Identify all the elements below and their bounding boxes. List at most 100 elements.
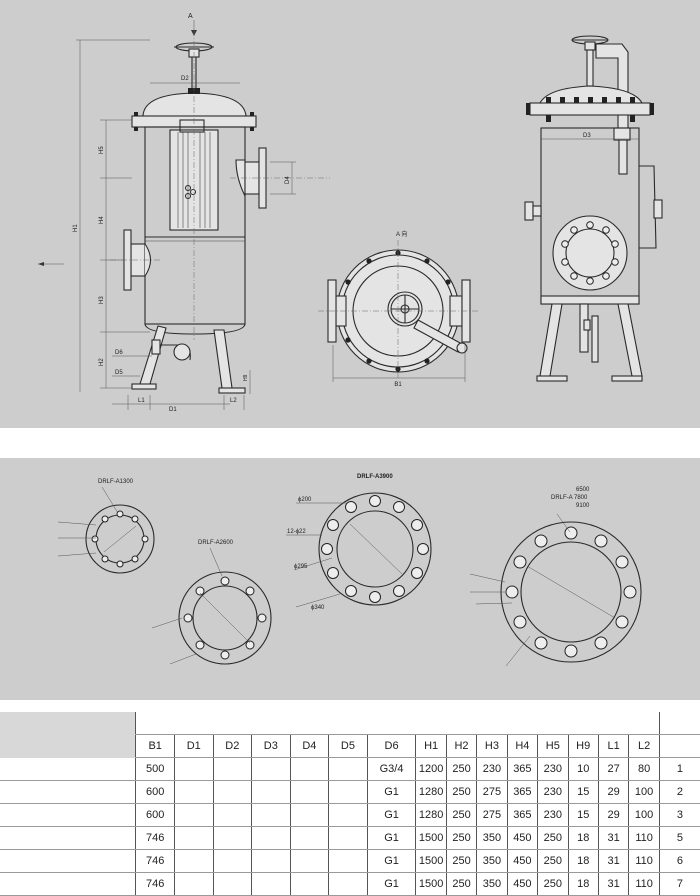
row-index: 7 [658, 872, 700, 896]
filter-drawing-svg: A D2 [38, 13, 663, 413]
col-h2: H2 [445, 734, 477, 758]
flange-big-label-2: DRLF-A 7800 [551, 495, 588, 501]
cell-l2: 100 [628, 803, 660, 827]
cell-h2: 250 [445, 780, 477, 804]
cell-b1: 600 [135, 803, 175, 827]
flange-big-label-1: 6500 [576, 487, 590, 493]
dim-12-22: 12-ϕ22 [287, 529, 306, 535]
cell-b1: 500 [135, 757, 175, 781]
cell-h5: 250 [537, 849, 568, 873]
label-d1: D1 [169, 407, 177, 413]
cell-l2: 110 [628, 826, 660, 850]
row-lead-cell [0, 757, 136, 781]
col-h3: H3 [476, 734, 508, 758]
spec-table: B1 D1 D2 D3 D4 D5 D6 H1 H2 H3 H4 H5 H9 L… [0, 712, 700, 896]
cell-d5 [328, 849, 368, 873]
cell-d1 [173, 826, 214, 850]
flange-big-label-3: 9100 [576, 503, 590, 509]
cell-h4: 365 [506, 780, 538, 804]
dim-200: ϕ200 [298, 497, 312, 503]
flange-a2600-label: DRLF-A2600 [198, 540, 234, 546]
cell-d3 [251, 826, 291, 850]
cell-h9: 18 [567, 849, 599, 873]
label-h3: H3 [99, 296, 105, 304]
col-b1: B1 [135, 734, 175, 758]
front-section-view: A D2 [38, 13, 330, 413]
dim-340: ϕ340 [311, 605, 325, 611]
filter-drawing-panel: A D2 [0, 0, 700, 428]
flange-pattern-svg: DRLF-A1300 DRLF-A2600 DRLF-A3900 [57, 474, 642, 667]
label-h4: H4 [99, 216, 105, 224]
cell-h1: 1200 [415, 757, 447, 781]
col-l2: L2 [628, 734, 660, 758]
cell-h1: 1500 [415, 826, 447, 850]
cell-h5: 250 [537, 826, 568, 850]
cell-d3 [251, 780, 291, 804]
row-lead-cell [0, 872, 136, 896]
cell-d5 [328, 780, 368, 804]
cell-h3: 275 [476, 780, 508, 804]
cell-d4 [289, 780, 329, 804]
cell-h3: 350 [476, 872, 508, 896]
cell-d3 [251, 757, 291, 781]
cell-h3: 350 [476, 826, 508, 850]
cell-d6: G1 [366, 803, 416, 827]
cell-d4 [289, 757, 329, 781]
cell-h4: 450 [506, 872, 538, 896]
col-h9: H9 [567, 734, 599, 758]
cell-b1: 600 [135, 780, 175, 804]
cell-h4: 365 [506, 757, 538, 781]
cell-h4: 450 [506, 849, 538, 873]
cell-d1 [173, 780, 214, 804]
cell-l1: 31 [597, 849, 629, 873]
cell-l1: 29 [597, 780, 629, 804]
cell-d3 [251, 849, 291, 873]
label-h5: H5 [99, 146, 105, 154]
cell-d4 [289, 849, 329, 873]
cell-b1: 746 [135, 849, 175, 873]
cell-h2: 250 [445, 826, 477, 850]
row-index: 6 [658, 849, 700, 873]
cell-d2 [212, 849, 252, 873]
cell-d5 [328, 872, 368, 896]
col-d5: D5 [328, 734, 368, 758]
row-lead-cell [0, 849, 136, 873]
label-h1: H1 [73, 224, 79, 232]
label-b1: B1 [394, 382, 402, 388]
cell-d4 [289, 826, 329, 850]
label-l1: L1 [138, 398, 145, 404]
cell-l1: 27 [597, 757, 629, 781]
flange-pattern-panel: DRLF-A1300 DRLF-A2600 DRLF-A3900 [0, 458, 700, 700]
row-lead-cell [0, 803, 136, 827]
cell-l2: 80 [628, 757, 660, 781]
cell-d1 [173, 757, 214, 781]
cell-d4 [289, 872, 329, 896]
cell-l2: 110 [628, 849, 660, 873]
cell-l1: 29 [597, 803, 629, 827]
label-d4: D4 [285, 176, 291, 184]
cell-h2: 250 [445, 849, 477, 873]
cell-h1: 1500 [415, 872, 447, 896]
cell-h5: 230 [537, 803, 568, 827]
col-d2: D2 [212, 734, 252, 758]
cell-h9: 18 [567, 872, 599, 896]
cell-d1 [173, 803, 214, 827]
cell-h1: 1500 [415, 849, 447, 873]
cell-d5 [328, 757, 368, 781]
top-view: B1 A 向 [318, 230, 480, 388]
cell-d5 [328, 803, 368, 827]
label-d2: D2 [181, 76, 189, 82]
cell-d2 [212, 780, 252, 804]
cell-d1 [173, 872, 214, 896]
cell-h3: 275 [476, 803, 508, 827]
cell-h5: 250 [537, 872, 568, 896]
label-a-view: A 向 [396, 230, 407, 238]
col-h4: H4 [506, 734, 538, 758]
cell-h4: 450 [506, 826, 538, 850]
cell-d2 [212, 803, 252, 827]
col-d4: D4 [289, 734, 329, 758]
